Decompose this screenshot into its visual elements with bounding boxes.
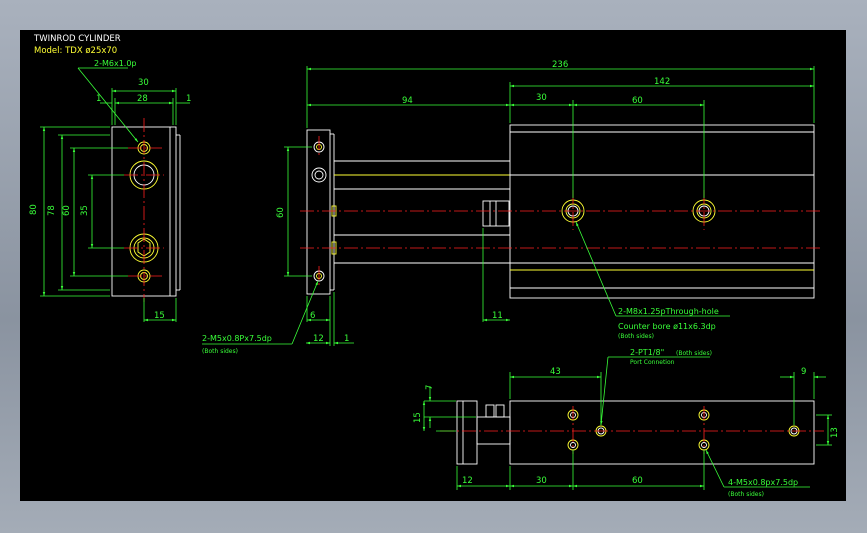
callout-m5-bottom-sub: (Both sides): [728, 491, 764, 498]
callout-m5-front-sub: (Both sides): [202, 348, 238, 355]
dim-9: 9: [801, 367, 806, 377]
dim-60-height: 60: [276, 207, 286, 218]
callout-m8-line2: Counter bore ø11x6.3dp: [618, 322, 716, 331]
dim-236: 236: [552, 60, 568, 70]
dim-1-front: 1: [344, 334, 349, 344]
dim-80: 80: [29, 204, 39, 215]
dim-30-bottom: 30: [536, 476, 547, 486]
dim-78: 78: [47, 205, 57, 216]
dim-1-left: 1: [96, 94, 101, 104]
callout-m5-bottom: 4-M5x0.8px7.5dp: [728, 478, 798, 487]
dim-12-bottom: 12: [462, 476, 473, 486]
cad-drawing: TWINROD CYLINDER Model: TDX ø25x70: [29, 34, 840, 498]
model-label: Model: TDX ø25x70: [34, 46, 117, 56]
callout-pt: 2-PT1/8": [630, 348, 664, 357]
bottom-view: [422, 356, 832, 490]
dim-60-left: 60: [62, 205, 72, 216]
dim-7: 7: [425, 385, 435, 390]
callout-m8: 2-M8x1.25pThrough-hole: [618, 307, 719, 316]
dim-12-front: 12: [313, 334, 324, 344]
callout-pt-side: (Both sides): [676, 350, 712, 357]
dim-1-right: 1: [186, 94, 191, 104]
dim-28: 28: [137, 94, 148, 104]
dim-60-bottom: 60: [632, 476, 643, 486]
dim-30-front: 30: [536, 93, 547, 103]
dim-43: 43: [550, 367, 561, 377]
front-view: [202, 66, 820, 346]
dim-15-bottom: 15: [413, 412, 423, 423]
dim-15-left: 15: [154, 311, 165, 321]
dim-60-front: 60: [632, 96, 643, 106]
callout-m5-front: 2-M5x0.8Px7.5dp: [202, 334, 272, 343]
dim-30-left: 30: [138, 78, 149, 88]
callout-m8-sub: (Both sides): [618, 333, 654, 340]
dim-6: 6: [310, 311, 315, 321]
drawing-canvas: TWINROD CYLINDER Model: TDX ø25x70: [20, 30, 846, 501]
dim-11: 11: [492, 311, 503, 321]
dim-35: 35: [80, 205, 90, 216]
dim-13: 13: [830, 427, 840, 438]
end-view: [40, 67, 190, 322]
dim-142: 142: [654, 77, 670, 87]
callout-m6: 2-M6x1.0p: [94, 59, 137, 68]
dim-94: 94: [402, 96, 413, 106]
drawing-title: TWINROD CYLINDER: [33, 34, 121, 44]
callout-pt-line2: Port Connetion: [630, 359, 675, 366]
